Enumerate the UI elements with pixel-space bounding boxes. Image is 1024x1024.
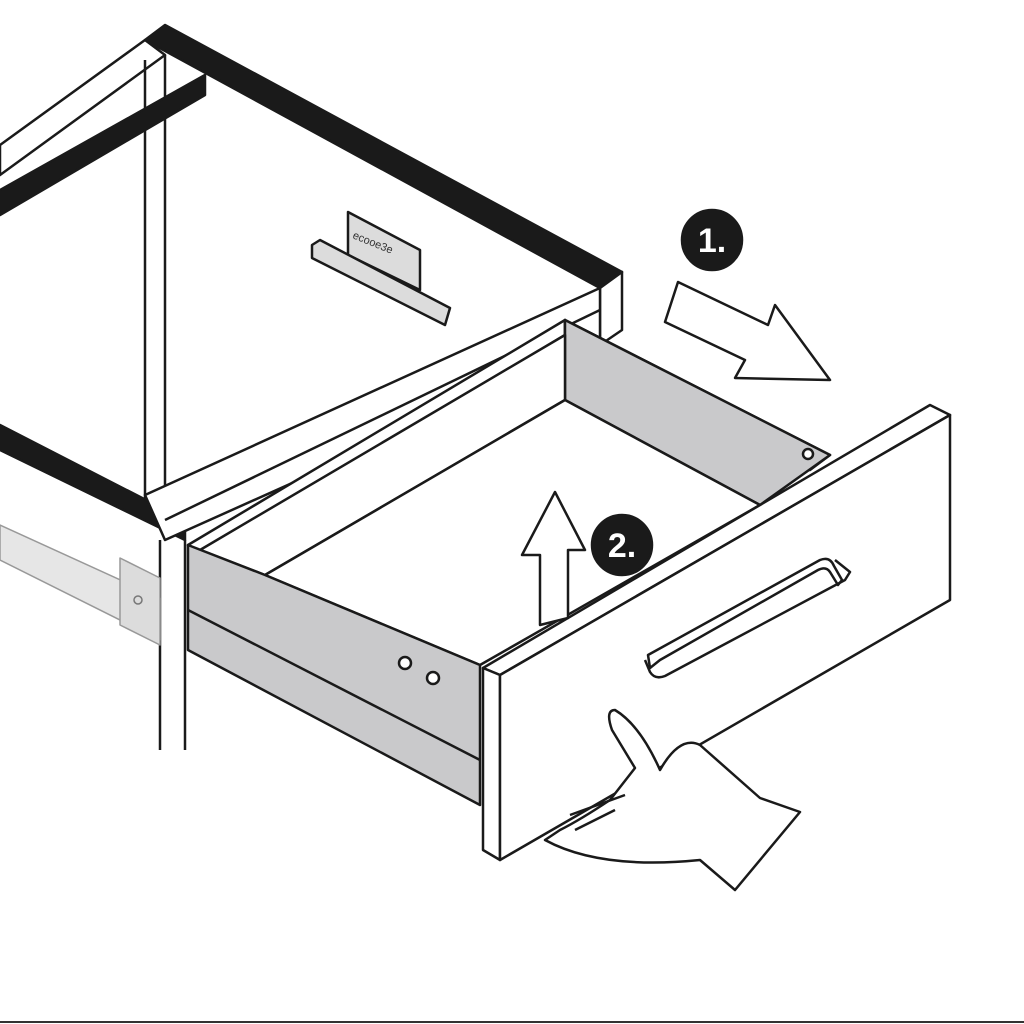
rear-rail: ecooe3e: [310, 210, 452, 327]
step-2-badge: 2.: [590, 513, 654, 577]
step-1-badge: 1.: [680, 208, 744, 272]
drawer-handle: [646, 557, 844, 670]
side-rail: [0, 524, 161, 646]
drawer-front: [481, 403, 952, 862]
step-2-number: 2.: [608, 527, 636, 565]
hand-icon: [543, 708, 802, 892]
arrow-lift-up-icon: [520, 490, 587, 627]
arrow-pull-out-icon: [663, 280, 832, 382]
drawer: [186, 318, 832, 807]
step-1-number: 1.: [698, 222, 726, 260]
cabinet-frame: [0, 23, 624, 750]
